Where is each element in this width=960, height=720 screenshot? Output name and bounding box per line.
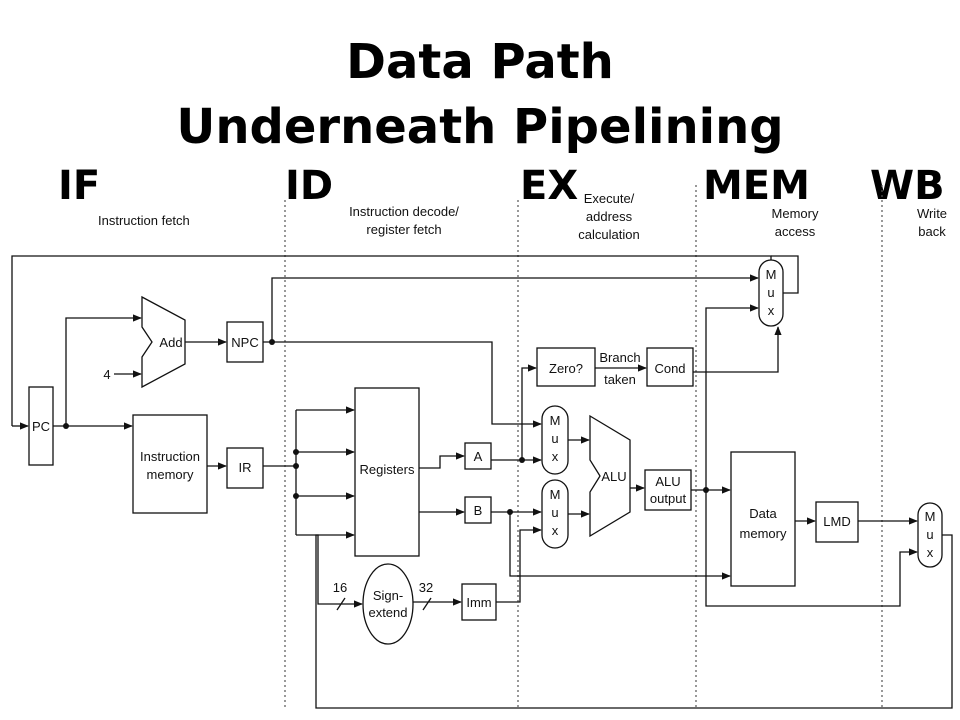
caption-ex-3: calculation <box>578 227 639 242</box>
register-file <box>354 387 420 557</box>
slash-32 <box>422 597 432 611</box>
imm-register <box>461 583 497 621</box>
label-sign-1: Sign- <box>373 588 403 603</box>
label-npc: NPC <box>231 335 258 350</box>
junction-b <box>507 509 513 515</box>
b-register <box>464 496 492 524</box>
mux-mem-letter-m: M <box>766 267 777 282</box>
label-alu: ALU <box>601 469 626 484</box>
mux-ex-lower-letter-x: x <box>552 523 559 538</box>
mux-ex-upper-letter-x: x <box>552 449 559 464</box>
mux-wb-letter-u: u <box>926 527 933 542</box>
label-aluout-2: output <box>650 491 687 506</box>
label-pc: PC <box>32 419 50 434</box>
wire-cond-to-mux <box>693 326 782 373</box>
caption-wb-1: Write <box>917 206 947 221</box>
wire-mux-out <box>771 255 799 294</box>
caption-ex-2: address <box>586 209 633 224</box>
junction-a <box>519 457 525 463</box>
junction-ir-2 <box>293 463 299 469</box>
label-dmem-2: memory <box>740 526 787 541</box>
wire-aluout-to-wb <box>705 490 918 607</box>
caption-id-2: register fetch <box>366 222 441 237</box>
wire-mux-to-pc <box>11 255 772 426</box>
stage-label-id: ID <box>285 163 334 209</box>
wire-reg-to-a <box>419 452 465 469</box>
wire-a-to-zero <box>521 364 537 460</box>
zero-test <box>536 347 596 387</box>
label-registers: Registers <box>360 462 415 477</box>
title-line-1: Data Path <box>346 34 614 90</box>
mux-mem-letter-x: x <box>768 303 775 318</box>
label-b: B <box>474 503 483 518</box>
caption-id-1: Instruction decode/ <box>349 204 459 219</box>
label-sign-2: extend <box>368 605 407 620</box>
cond-register <box>646 347 694 387</box>
alu-unit <box>589 414 631 538</box>
junction-ir-1 <box>293 449 299 455</box>
label-bits-16: 16 <box>333 580 347 595</box>
label-imm: Imm <box>466 595 491 610</box>
wire-pc-to-add <box>65 314 142 426</box>
label-branch-1: Branch <box>599 350 640 365</box>
wire-npc-to-ex <box>272 341 542 428</box>
wire-aluout-to-mux <box>705 304 759 490</box>
sign-extend-unit <box>362 563 414 645</box>
ir-register <box>226 447 264 489</box>
label-four: 4 <box>103 367 110 382</box>
mux-mem-letter-u: u <box>767 285 774 300</box>
pc-register <box>28 386 54 466</box>
caption-mem-1: Memory <box>772 206 819 221</box>
caption-mem-2: access <box>775 224 816 239</box>
slash-16 <box>336 597 346 611</box>
label-imem-1: Instruction <box>140 449 200 464</box>
caption-ex-1: Execute/ <box>584 191 635 206</box>
label-branch-2: taken <box>604 372 636 387</box>
wire-b-to-dmem <box>509 512 731 580</box>
a-register <box>464 442 492 470</box>
caption-if: Instruction fetch <box>98 213 190 228</box>
instruction-memory <box>132 414 208 514</box>
wire-npc-to-mux <box>263 274 759 343</box>
label-add: Add <box>159 335 182 350</box>
label-cond: Cond <box>654 361 685 376</box>
junction-aluout <box>703 487 709 493</box>
stage-label-ex: EX <box>520 163 579 209</box>
label-aluout-1: ALU <box>655 474 680 489</box>
add-adder <box>141 295 186 389</box>
mux-wb-letter-m: M <box>925 509 936 524</box>
mux-ex-upper-letter-m: M <box>550 413 561 428</box>
caption-wb-2: back <box>918 224 946 239</box>
junction-pc <box>63 423 69 429</box>
label-dmem-1: Data <box>749 506 777 521</box>
mux-wb-letter-x: x <box>927 545 934 560</box>
stage-label-if: IF <box>58 163 101 209</box>
data-memory <box>730 451 796 587</box>
label-a: A <box>474 449 483 464</box>
label-bits-32: 32 <box>419 580 433 595</box>
stage-label-mem: MEM <box>703 163 810 209</box>
mux-ex-lower-letter-m: M <box>550 487 561 502</box>
lmd-register <box>815 501 859 543</box>
mux-ex-lower-letter-u: u <box>551 505 558 520</box>
wire-ir-to-sign-extend <box>296 534 363 608</box>
label-lmd: LMD <box>823 514 850 529</box>
label-zero: Zero? <box>549 361 583 376</box>
mux-ex-upper-letter-u: u <box>551 431 558 446</box>
wire-imm-to-mux <box>496 526 542 603</box>
junction-ir-3 <box>293 493 299 499</box>
junction-npc <box>269 339 275 345</box>
title-line-2: Underneath Pipelining <box>176 99 784 155</box>
wire-writeback <box>315 531 953 709</box>
label-ir: IR <box>239 460 252 475</box>
label-imem-2: memory <box>147 467 194 482</box>
